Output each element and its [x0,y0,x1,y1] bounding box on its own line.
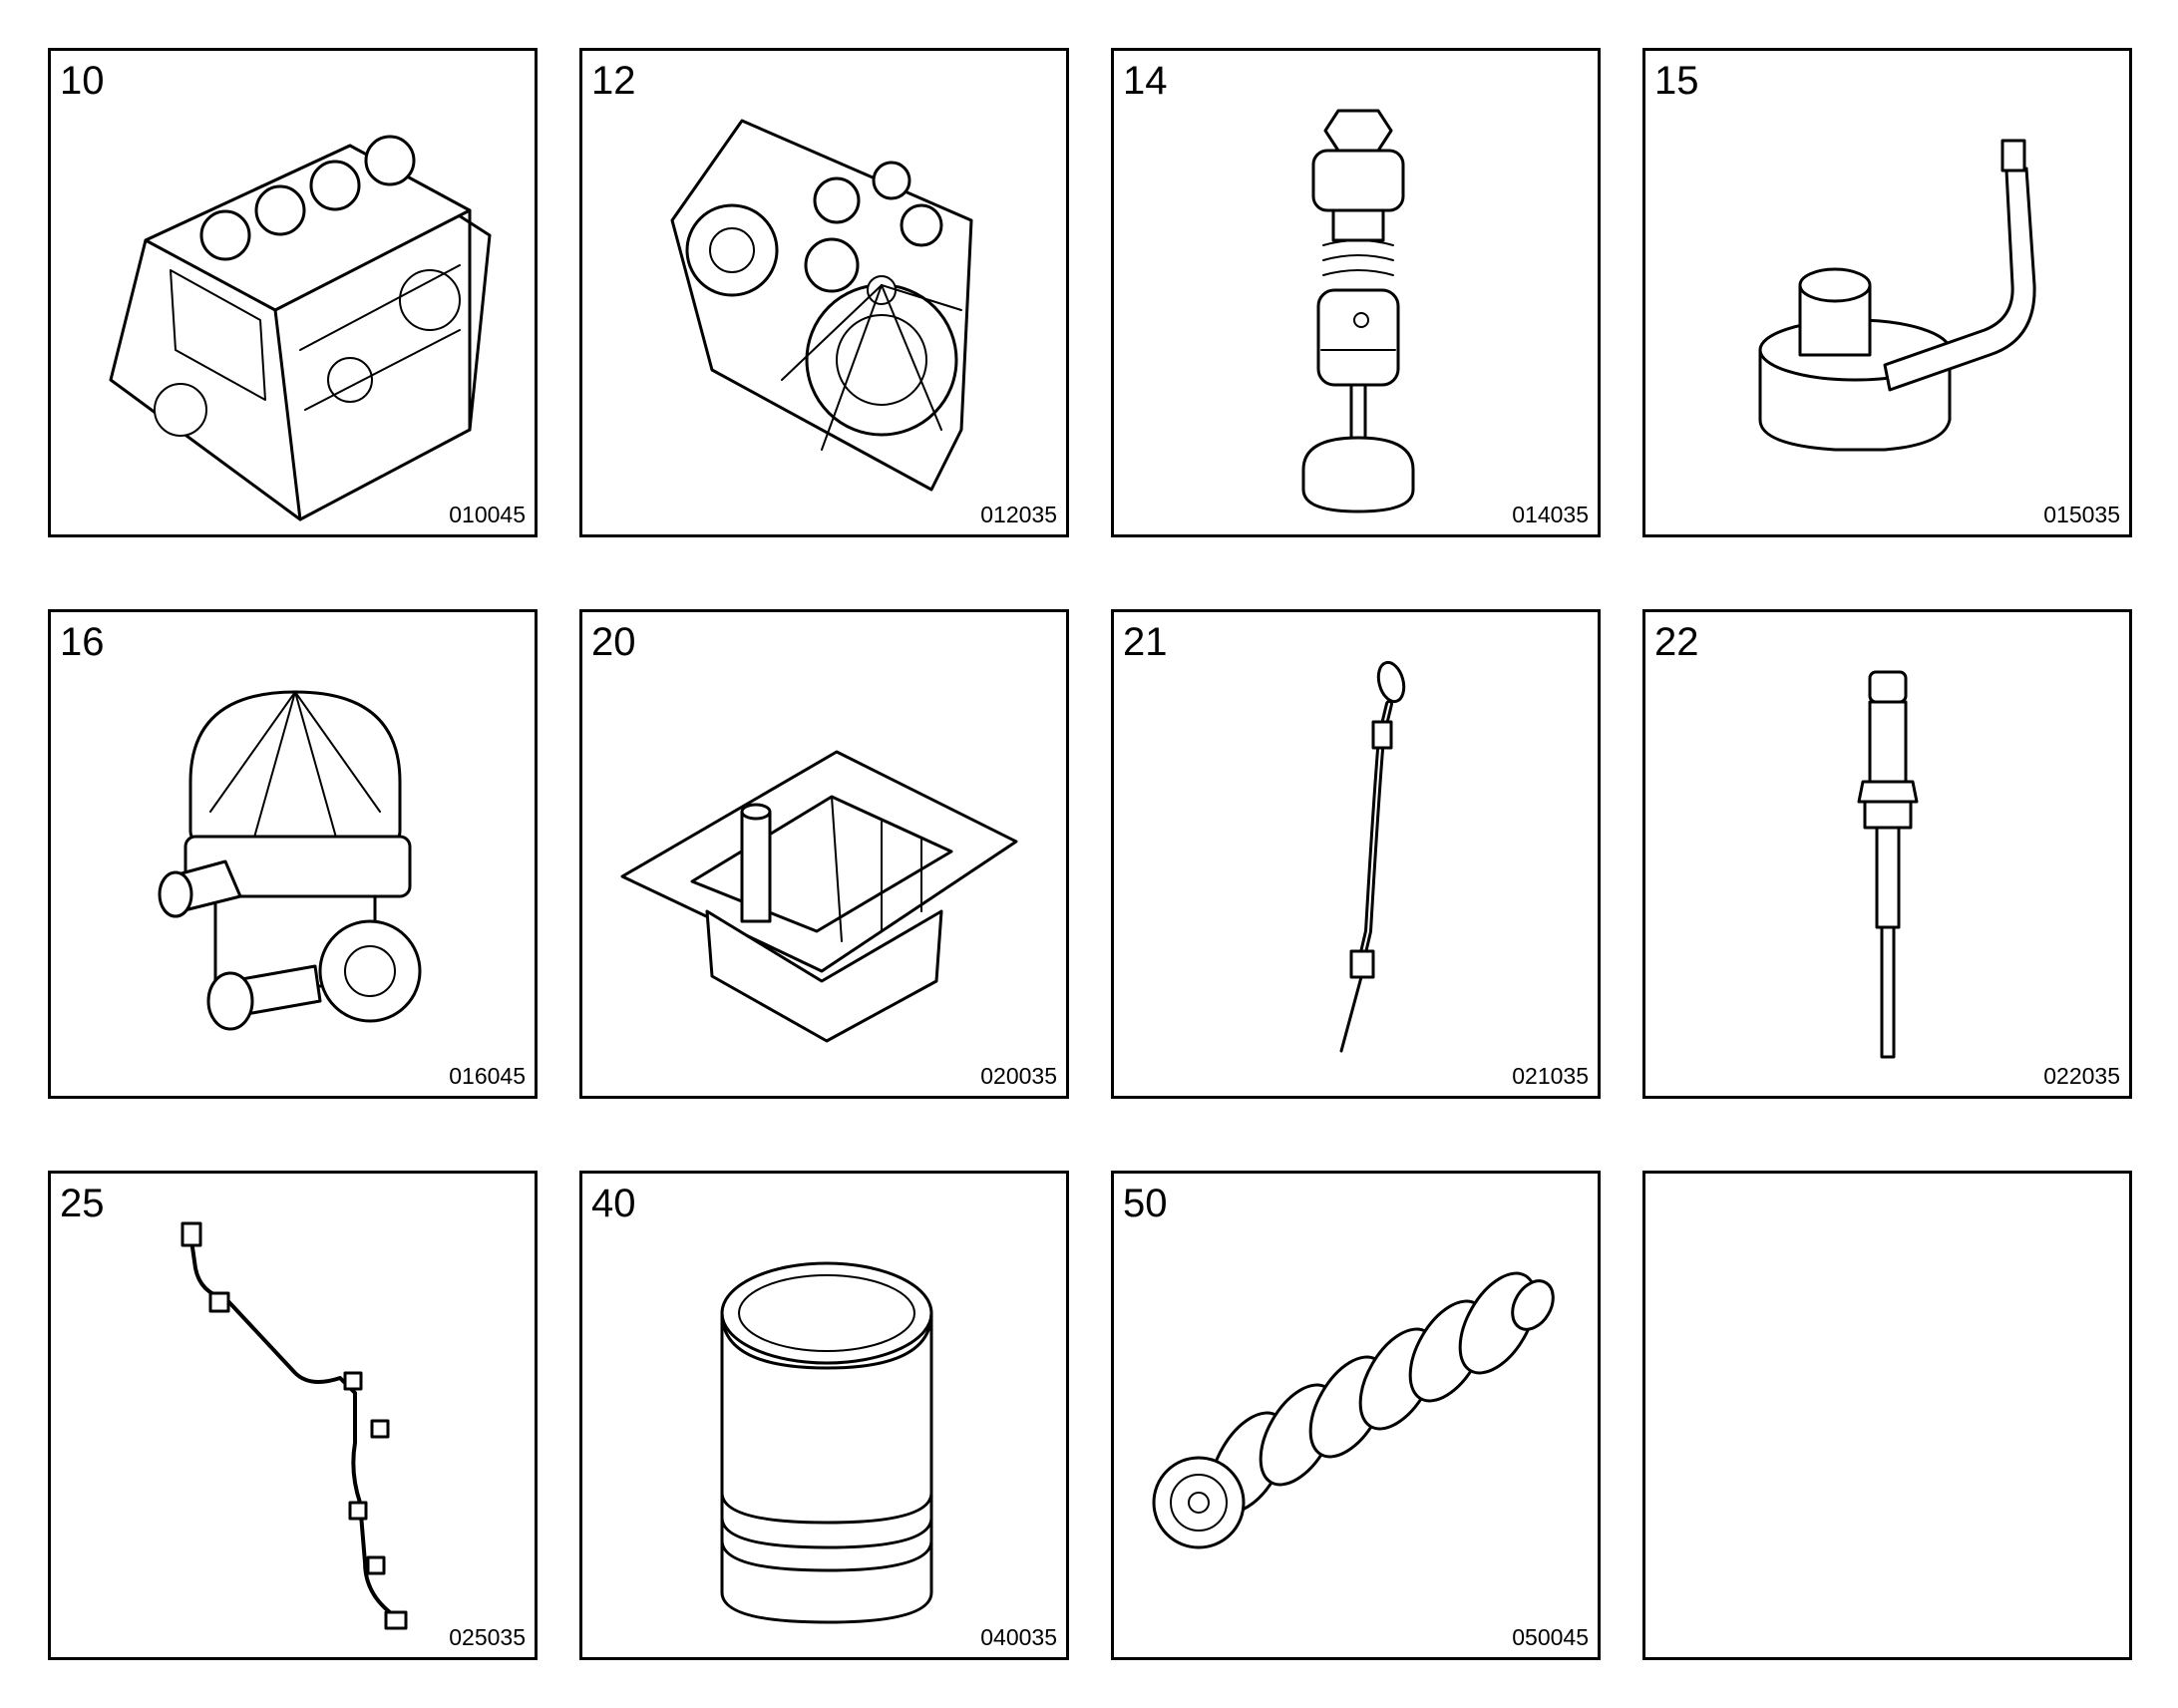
valve-icon [1301,109,1415,513]
part-code: 020035 [980,1063,1057,1089]
dipstick-icon [1339,660,1406,1053]
part-tile-22[interactable]: 22 022035 [1642,609,2132,1099]
part-code: 016045 [449,1063,526,1089]
part-tile-16[interactable]: 16 016045 [48,609,538,1099]
part-number: 21 [1123,620,1168,664]
oil-pan-icon [620,750,1018,1043]
engine-block-icon [109,135,492,521]
part-code: 014035 [1512,502,1589,527]
part-number: 40 [591,1182,636,1225]
part-tile-25[interactable]: 25 025035 [48,1171,538,1660]
part-tile-15[interactable]: 15 015035 [1642,48,2132,537]
part-number: 16 [60,620,105,664]
part-tile-40[interactable]: 40 040035 [579,1171,1069,1660]
part-tile-12[interactable]: 12 012035 [579,48,1069,537]
part-number: 12 [591,59,636,103]
part-number: 25 [60,1182,105,1225]
oil-nozzle-icon [1758,139,2036,452]
part-number: 10 [60,59,105,103]
part-tile-50[interactable]: 50 050045 [1111,1171,1601,1660]
part-code: 022035 [2043,1063,2120,1089]
part-code: 015035 [2043,502,2120,527]
part-tile-14[interactable]: 14 014035 [1111,48,1601,537]
part-code: 012035 [980,502,1057,527]
sensor-icon [1857,670,1919,1059]
part-tile-10[interactable]: 10 010045 [48,48,538,537]
part-number: 22 [1654,620,1699,664]
part-number: 14 [1123,59,1168,103]
crankshaft-icon [1152,1271,1555,1549]
part-code: 021035 [1512,1063,1589,1089]
part-tile-20[interactable]: 20 020035 [579,609,1069,1099]
wire-harness-icon [181,1221,408,1630]
part-number: 20 [591,620,636,664]
part-number: 15 [1654,59,1699,103]
part-number: 50 [1123,1182,1168,1225]
empty-tile [1642,1171,2132,1660]
timing-cover-icon [670,119,973,492]
part-code: 050045 [1512,1624,1589,1650]
part-code: 025035 [449,1624,526,1650]
part-code: 010045 [449,502,526,527]
cylinder-liner-icon [720,1261,933,1624]
part-tile-21[interactable]: 21 021035 [1111,609,1601,1099]
oil-separator-icon [158,690,422,1031]
part-code: 040035 [980,1624,1057,1650]
